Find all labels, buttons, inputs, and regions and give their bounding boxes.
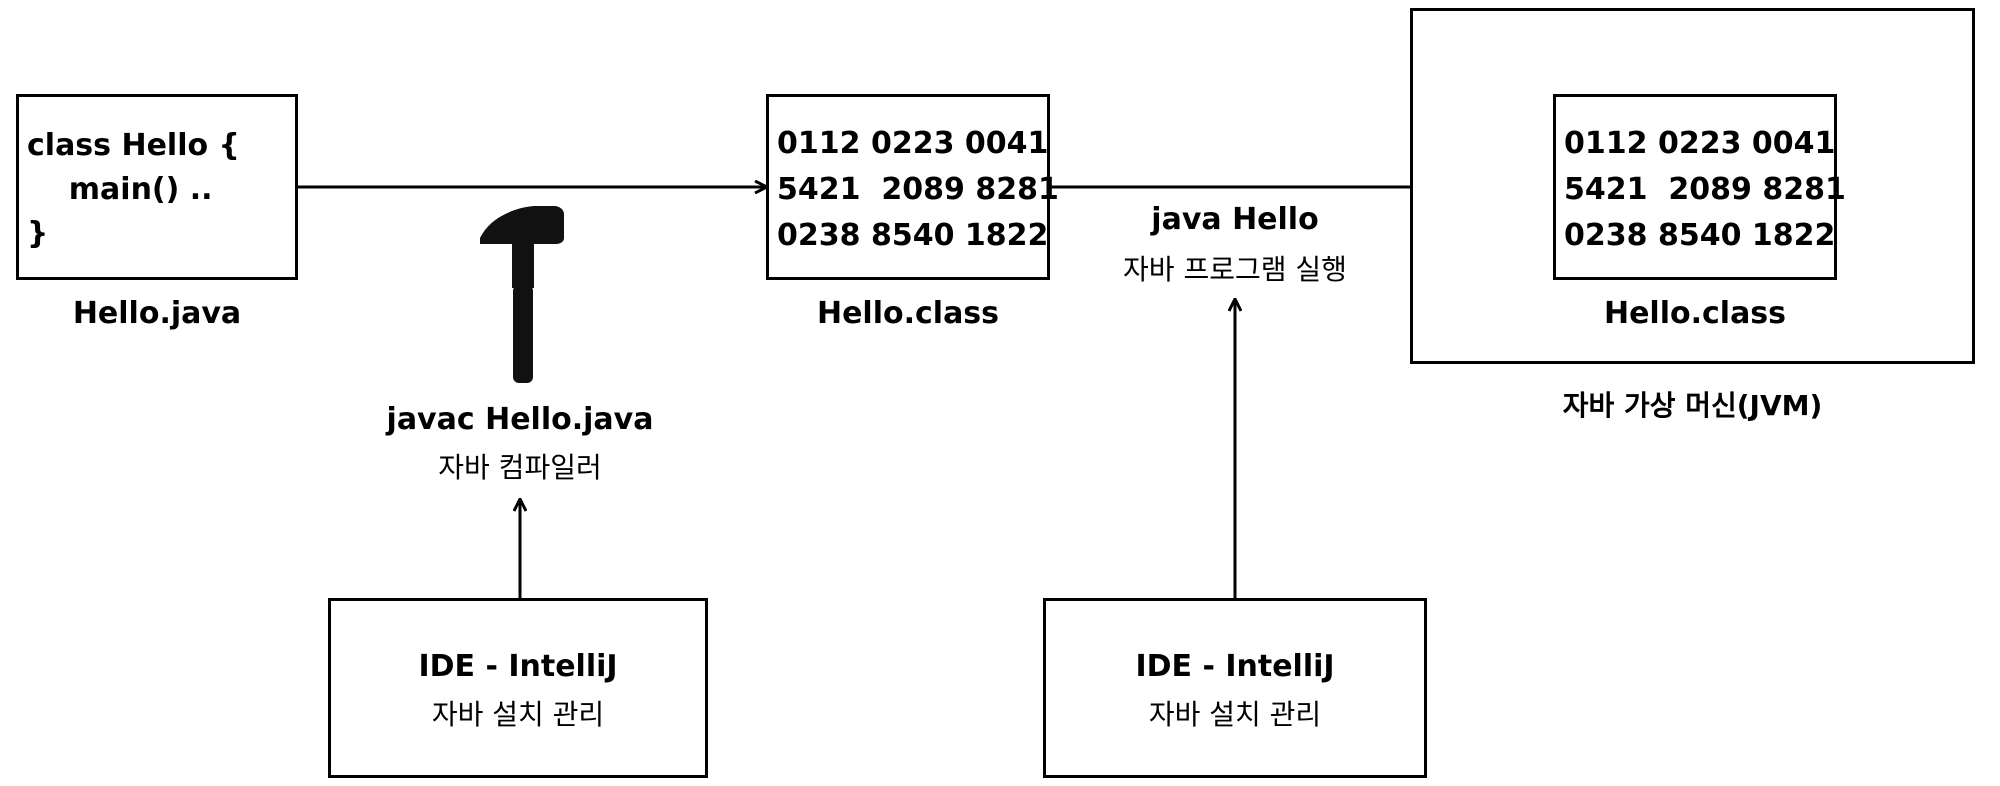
ide-right-box: IDE - IntelliJ 자바 설치 관리 (1043, 598, 1427, 778)
jvm-label: 자바 가상 머신(JVM) (1562, 389, 1823, 422)
source-file-caption: Hello.java (72, 296, 242, 331)
ide-left-title: IDE - IntelliJ (418, 649, 618, 684)
class-file-caption: Hello.class (816, 296, 1000, 331)
ide-right-subtitle: 자바 설치 관리 (1148, 698, 1322, 731)
jvm-class-caption: Hello.class (1603, 296, 1787, 331)
jvm-bytes-line-1: 0112 0223 0041 (1564, 126, 1836, 161)
ide-right-title: IDE - IntelliJ (1135, 649, 1335, 684)
class-bytes-line-1: 0112 0223 0041 (777, 126, 1049, 161)
hammer-icon (480, 206, 564, 383)
source-code-line-2: main() .. (27, 172, 213, 207)
class-bytes-line-3: 0238 8540 1822 (777, 218, 1049, 253)
compiler-label: 자바 컴파일러 (438, 451, 602, 484)
jvm-bytes-line-3: 0238 8540 1822 (1564, 218, 1836, 253)
jvm-bytes-line-2: 5421 2089 8281 (1564, 172, 1846, 207)
ide-left-box: IDE - IntelliJ 자바 설치 관리 (328, 598, 708, 778)
class-file-box: 0112 0223 0041 5421 2089 8281 0238 8540 … (766, 94, 1059, 280)
ide-left-subtitle: 자바 설치 관리 (431, 698, 605, 731)
jvm-class-box: 0112 0223 0041 5421 2089 8281 0238 8540 … (1553, 94, 1846, 280)
compiler-command: javac Hello.java (386, 402, 654, 437)
source-file-box: class Hello { main() .. } (16, 94, 298, 280)
source-code-line-3: } (27, 216, 49, 251)
run-command: java Hello (1151, 202, 1319, 237)
run-label: 자바 프로그램 실행 (1123, 253, 1347, 286)
source-code-line-1: class Hello { (27, 128, 240, 163)
class-bytes-line-2: 5421 2089 8281 (777, 172, 1059, 207)
